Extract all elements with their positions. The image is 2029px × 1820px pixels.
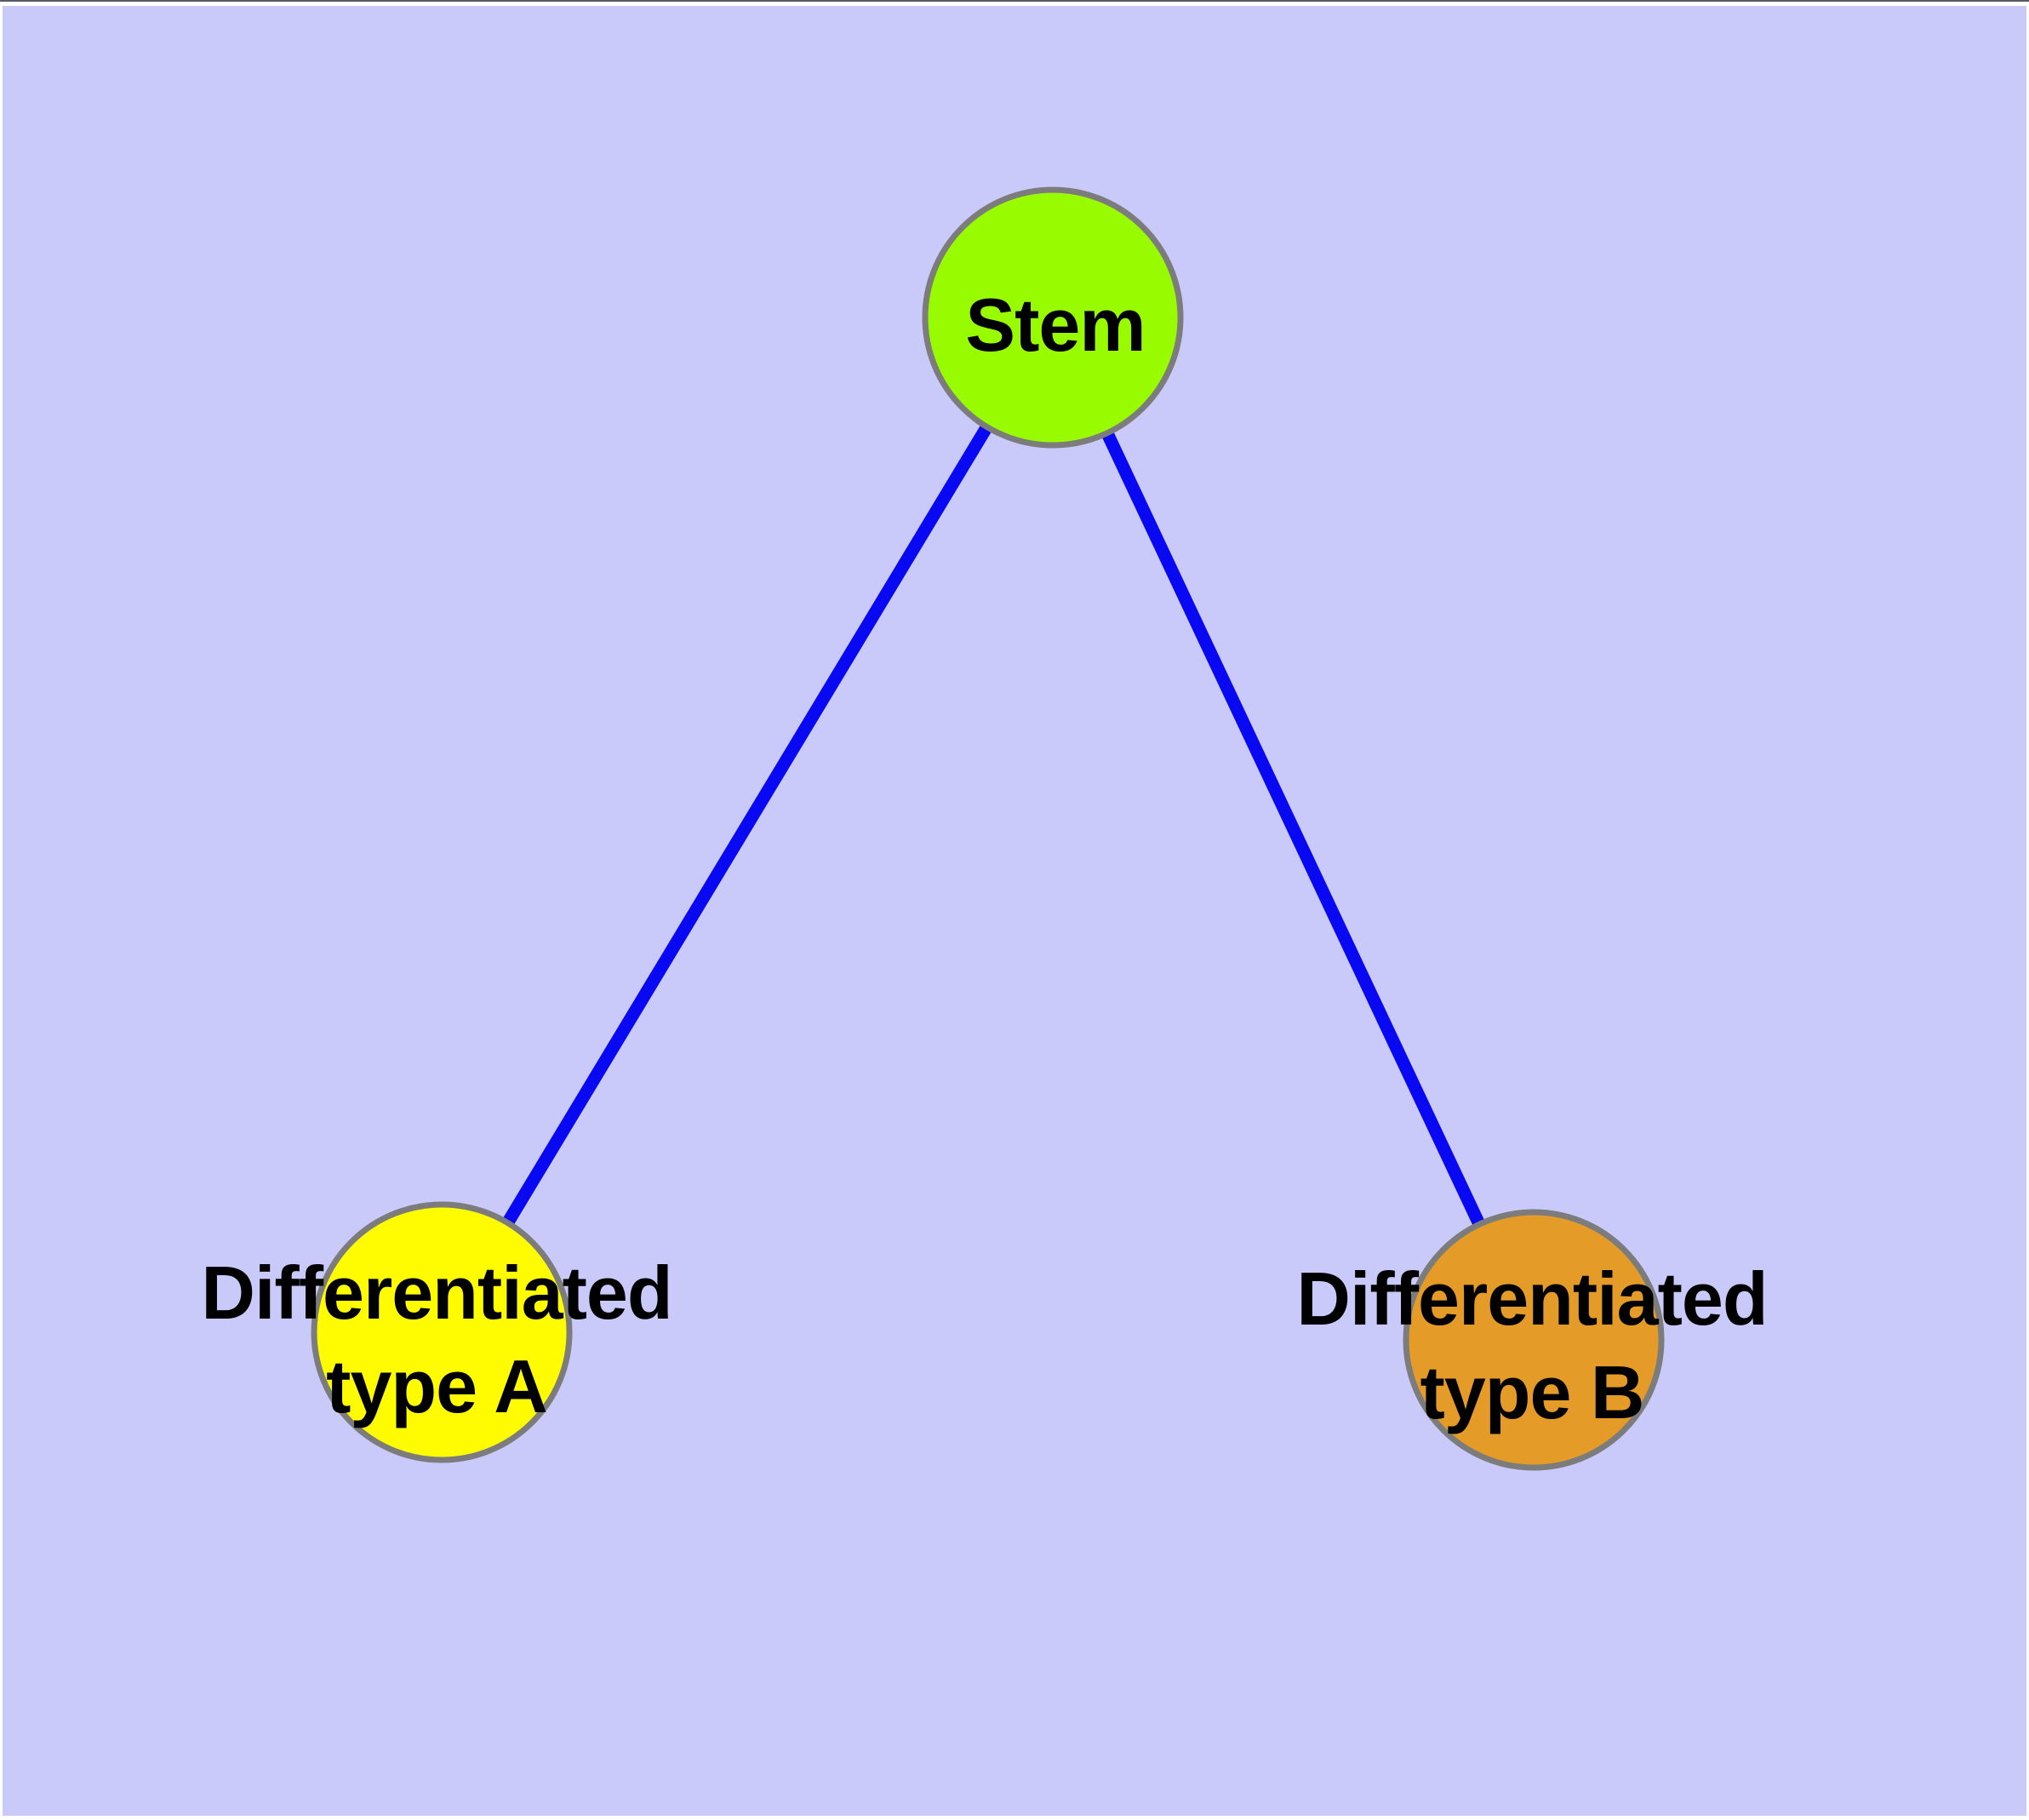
node-label-differentiated-type-a: Differentiated type A — [201, 1246, 672, 1434]
node-differentiated-type-b[interactable] — [1403, 1209, 1665, 1471]
node-label-differentiated-type-b-line2: type B — [1420, 1350, 1645, 1434]
node-label-differentiated-type-b: Differentiated type B — [1296, 1252, 1768, 1439]
node-label-differentiated-type-a-line1: Differentiated — [201, 1251, 672, 1335]
node-label-differentiated-type-b-line1: Differentiated — [1296, 1256, 1768, 1341]
edge-stem-to-type-a — [436, 314, 1059, 1336]
node-stem[interactable] — [922, 186, 1184, 449]
node-label-stem: Stem — [965, 283, 1146, 367]
diagram-graphics — [311, 186, 1665, 1471]
edge-stem-to-type-b — [1047, 314, 1540, 1343]
node-label-differentiated-type-a-line2: type A — [326, 1344, 548, 1428]
diagram-canvas: Stem Differentiated type A Differentiate… — [3, 6, 2026, 1816]
window-top-edge — [0, 0, 2029, 2]
node-differentiated-type-a[interactable] — [311, 1201, 573, 1463]
